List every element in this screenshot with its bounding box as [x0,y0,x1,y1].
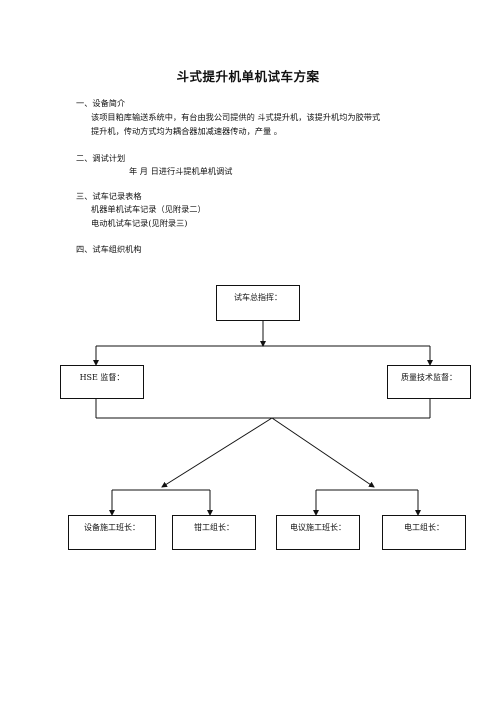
document-title: 斗式提升机单机试车方案 [176,69,320,84]
org-box-quality-supervisor-label: 质量技术监督： [401,373,457,382]
org-box-electrician-leader-label: 电工组长： [404,523,444,532]
org-box-equipment-foreman-label: 设备施工班长： [84,523,140,532]
section-2-line-1: 年 月 日进行斗提机单机调试 [129,166,233,176]
section-heading-3: 三、试车记录表格 [76,191,142,201]
org-box-electrical-instrument-foreman: 电议施工班长： [276,515,360,550]
org-box-chief-commander: 试车总指挥： [216,285,300,321]
section-1-line-1: 该项目粕库输送系统中，有台由我公司提供的 斗式提升机，该提升机均为胶带式 [91,112,381,122]
section-heading-1: 一、设备简介 [76,98,126,108]
section-heading-2: 二、调试计划 [76,153,126,163]
org-box-hse-supervisor-label: HSE 监督： [79,373,125,382]
org-box-chief-commander-label: 试车总指挥： [234,293,282,302]
org-box-equipment-foreman: 设备施工班长： [68,515,156,550]
section-3-line-2: 电动机试车记录(见附录三) [91,218,188,228]
section-heading-4: 四、试车组织机构 [76,244,142,254]
org-box-electrician-leader: 电工组长： [382,515,466,550]
org-box-hse-supervisor: HSE 监督： [60,365,144,399]
section-1-line-2: 提升机，传动方式均为耦合器加减速器传动，产量 。 [91,126,282,136]
org-box-quality-supervisor: 质量技术监督： [387,365,471,399]
org-box-fitter-leader-label: 钳工组长： [194,523,234,532]
org-box-fitter-leader: 钳工组长： [172,515,256,550]
section-3-line-1: 机器单机试车记录（见附录二） [91,204,206,214]
org-box-electrical-instrument-foreman-label: 电议施工班长： [290,523,346,532]
